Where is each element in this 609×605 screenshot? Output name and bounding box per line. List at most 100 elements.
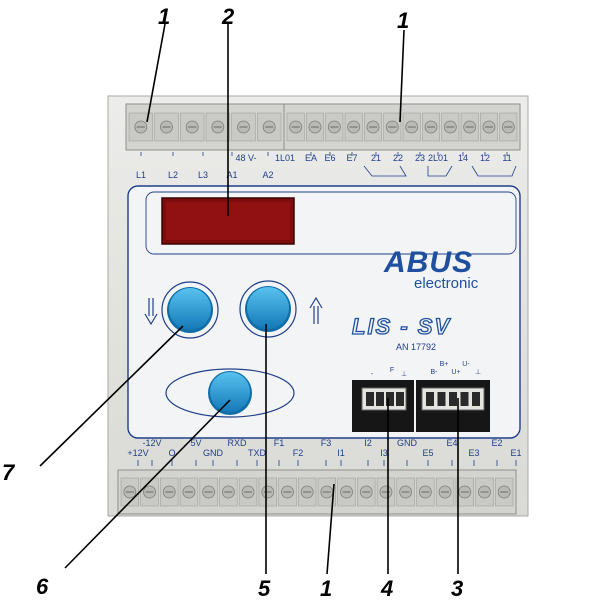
terminal-label: - — [371, 371, 374, 378]
callout-display: 2 — [221, 4, 235, 29]
terminal-label: 21 — [371, 153, 381, 163]
terminal-label: L1 — [136, 170, 146, 180]
terminal-screw — [460, 112, 479, 142]
callout-terminals-bottom: 1 — [320, 576, 332, 601]
terminal-screw — [480, 112, 498, 142]
connector-pin — [472, 392, 480, 406]
terminal-label: 22 — [393, 153, 403, 163]
enter-button[interactable] — [165, 368, 295, 418]
callout-terminals-top-right: 1 — [397, 8, 409, 33]
terminal-label: L2 — [168, 170, 178, 180]
callout-button-down: 7 — [2, 460, 16, 485]
terminal-screw — [180, 112, 205, 142]
display-frame — [145, 191, 517, 255]
terminal-screw — [140, 477, 159, 507]
terminal-screw — [238, 477, 258, 507]
connector-pin — [460, 392, 469, 406]
terminal-label: F — [390, 367, 394, 374]
terminal-label: U+ — [451, 369, 460, 376]
terminal-screw — [297, 477, 317, 507]
terminal-screw — [455, 477, 474, 507]
terminal-label: 14 — [458, 153, 468, 163]
terminal-label: 11 — [502, 153, 511, 163]
callout-connector-left: 4 — [380, 576, 393, 601]
terminal-label: E6 — [324, 153, 335, 163]
terminal-screw — [475, 477, 494, 507]
callout-button-enter: 6 — [36, 574, 49, 599]
terminal-label: B+ — [440, 361, 449, 368]
terminal-label: O — [168, 448, 175, 458]
brand-logo: ABUS — [383, 246, 473, 279]
terminal-label: 1L01 — [275, 153, 295, 163]
connector-pin — [449, 392, 457, 406]
terminal-screw — [306, 112, 324, 142]
terminal-label: 2L01 — [428, 153, 448, 163]
terminal-screw — [441, 112, 460, 142]
terminal-screw — [494, 477, 514, 507]
callout-terminals-top-left: 1 — [158, 4, 170, 29]
top-terminal-block-right — [283, 103, 521, 151]
connector-pin — [426, 392, 434, 406]
terminal-screw — [435, 477, 455, 507]
terminal-label: 48 V- — [235, 153, 256, 163]
connector-pin — [437, 392, 446, 406]
model-number: AN 17792 — [396, 342, 436, 352]
terminal-label: 12 — [480, 153, 490, 163]
terminal-screw — [402, 112, 421, 142]
terminal-label: I3 — [380, 448, 388, 458]
terminal-label: E1 — [510, 448, 521, 458]
terminal-screw — [422, 112, 440, 142]
terminal-screw — [416, 477, 435, 507]
terminal-screw — [357, 477, 376, 507]
terminal-label: +12V — [127, 448, 148, 458]
terminal-screw — [383, 112, 402, 142]
terminal-label: ⊥ — [401, 371, 407, 378]
leader-lines — [39, 23, 459, 575]
terminal-label: EA — [305, 153, 317, 163]
terminal-label: L3 — [198, 170, 208, 180]
terminal-label: B- — [431, 369, 439, 376]
terminal-label: U- — [462, 361, 470, 368]
up-button[interactable] — [239, 280, 297, 338]
connector-right[interactable] — [416, 380, 490, 432]
terminal-label: F2 — [293, 448, 304, 458]
model-name: LIS - SV — [352, 314, 451, 339]
connector-right-pin-labels: B-B+U+U- ⊥ — [431, 361, 482, 376]
brand-subtitle: electronic — [414, 275, 479, 292]
terminal-label: F3 — [321, 438, 332, 448]
terminal-screw — [257, 112, 282, 142]
terminal-screw — [499, 112, 518, 142]
terminal-screw — [205, 112, 230, 142]
terminal-screw — [179, 477, 199, 507]
terminal-label: I2 — [364, 438, 372, 448]
terminal-label: GND — [203, 448, 224, 458]
terminal-label: TXD — [248, 448, 267, 458]
terminal-screw — [396, 477, 415, 507]
connector-pin — [396, 392, 404, 406]
terminal-screw — [128, 112, 153, 142]
terminal-screw — [376, 477, 396, 507]
terminal-screw — [258, 477, 277, 507]
bottom-terminal-block — [117, 469, 517, 515]
terminal-screw — [219, 477, 238, 507]
terminal-label: GND — [397, 438, 418, 448]
terminal-label: 5V — [190, 438, 201, 448]
terminal-label: E5 — [422, 448, 433, 458]
terminal-screw — [344, 112, 363, 142]
down-arrow-icon — [144, 298, 158, 326]
terminal-screw — [317, 477, 337, 507]
terminal-label: 23 — [415, 153, 425, 163]
terminal-label: E3 — [468, 448, 479, 458]
terminal-screw — [154, 112, 179, 142]
terminal-screw — [364, 112, 382, 142]
down-button[interactable] — [161, 281, 219, 339]
terminal-screw — [278, 477, 297, 507]
callout-button-up: 5 — [258, 576, 271, 601]
terminal-label: E4 — [446, 438, 457, 448]
connector-left[interactable] — [352, 380, 414, 432]
terminal-label: I1 — [337, 448, 345, 458]
terminal-screw — [337, 477, 356, 507]
terminal-label: ⊥ — [475, 369, 481, 376]
